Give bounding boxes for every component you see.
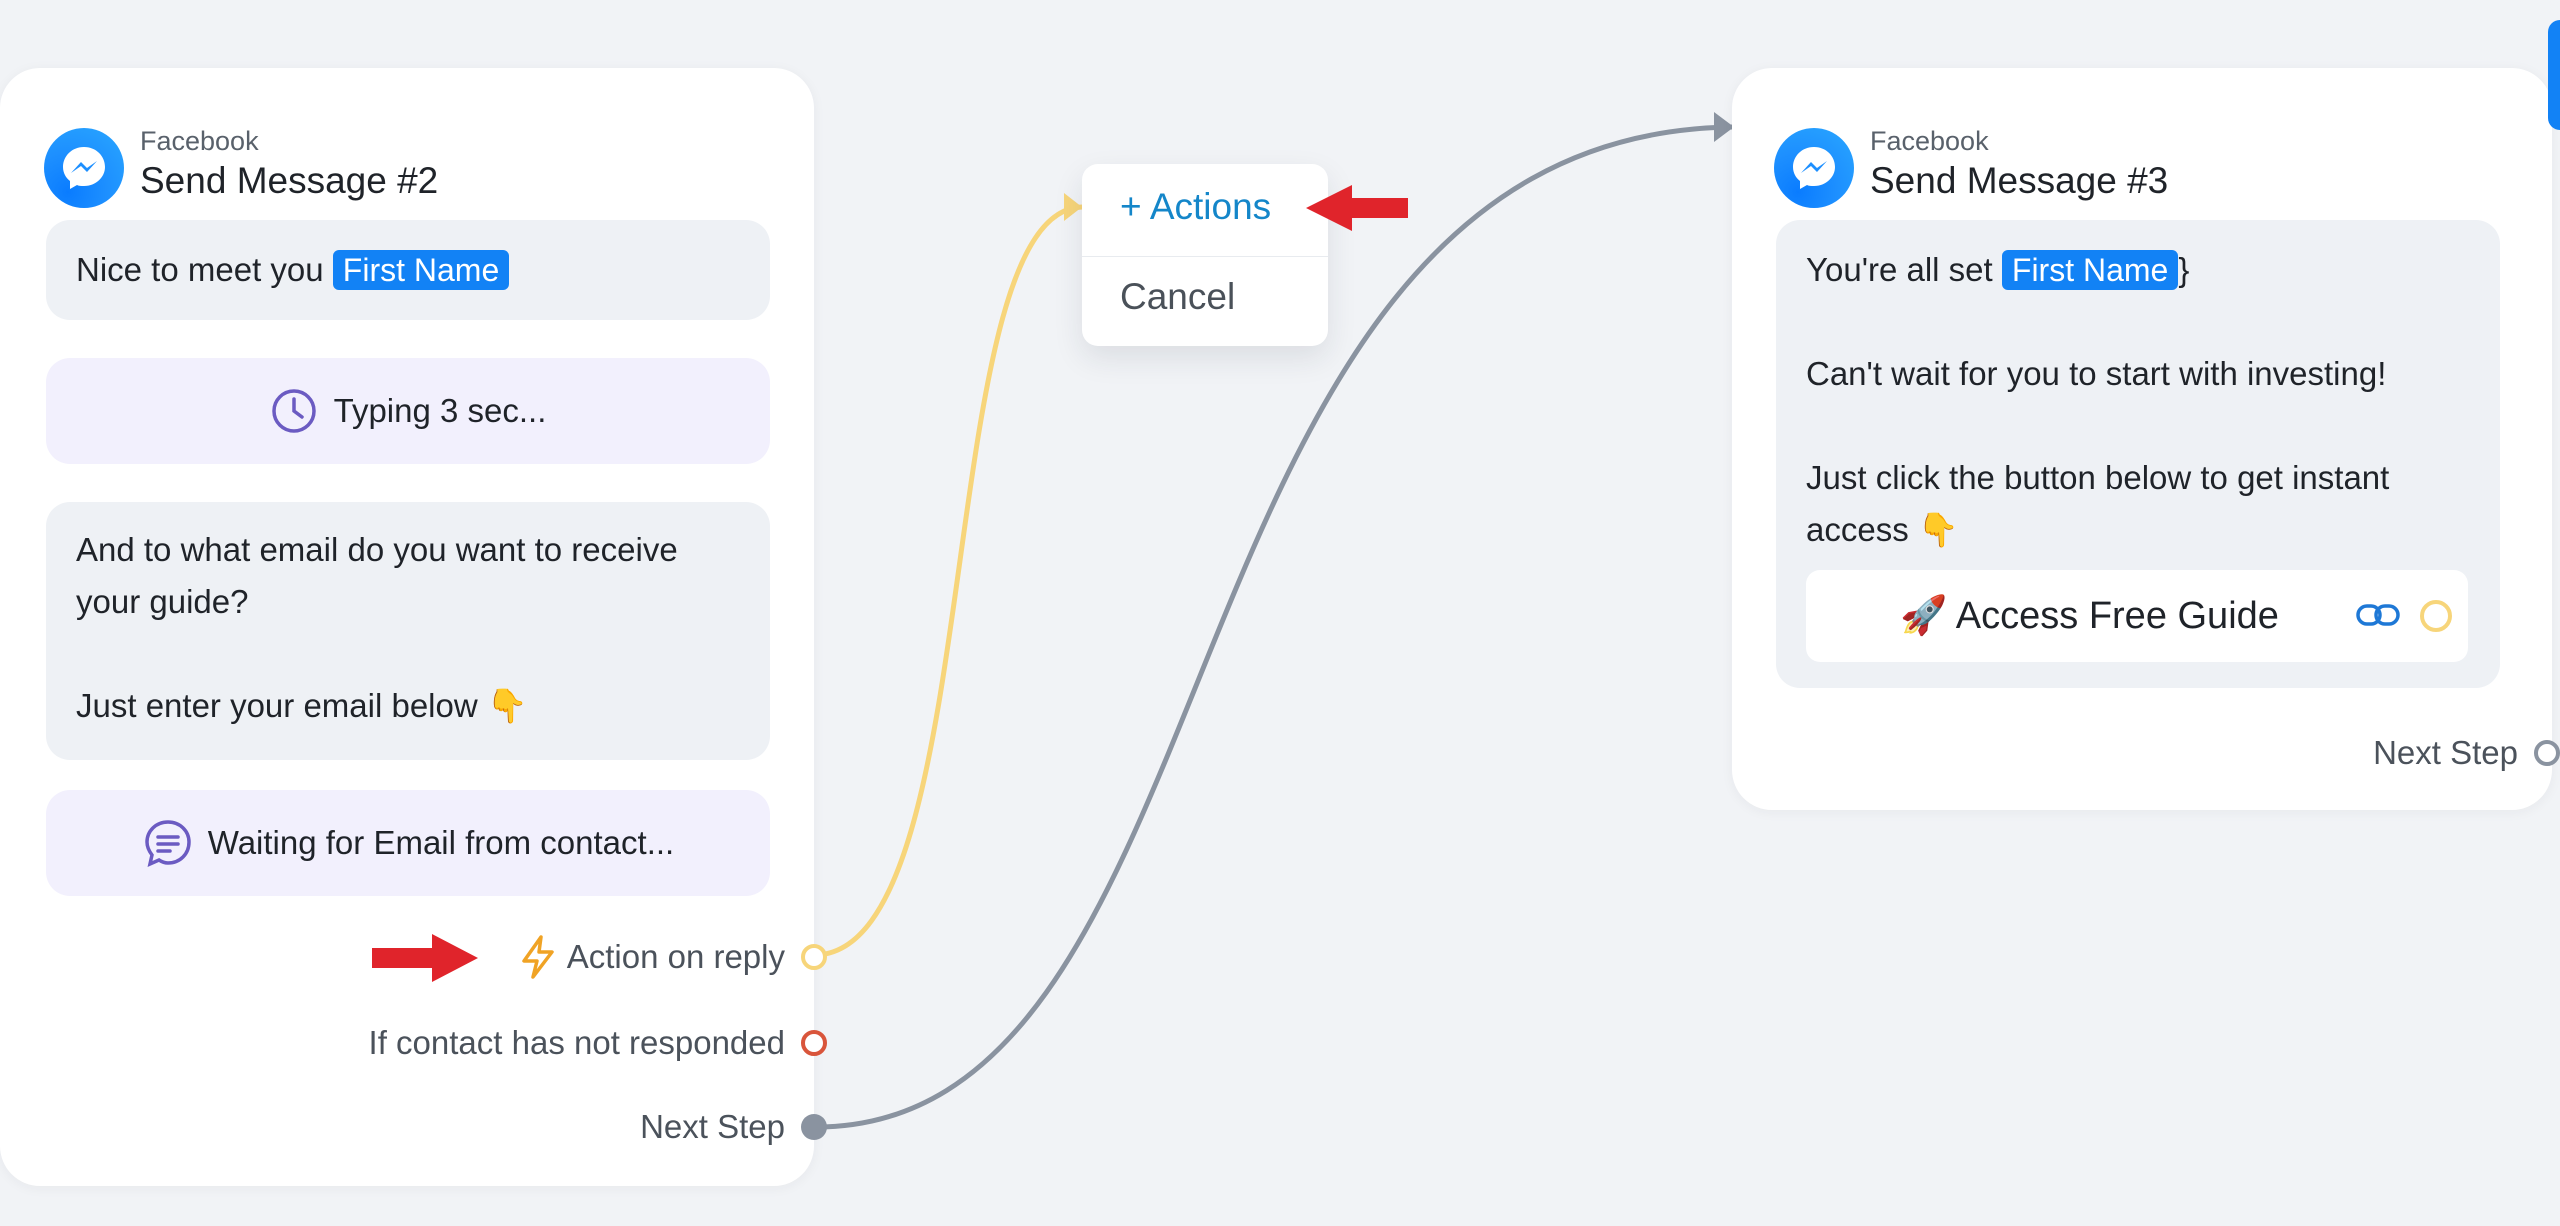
access-free-guide-button[interactable]: 🚀 Access Free Guide [1806,570,2468,662]
messenger-icon [1774,128,1854,208]
next-step-wire [813,124,1733,1130]
action-on-reply-label: Action on reply [566,938,785,975]
message-line: your guide? [76,583,249,620]
message-bubble[interactable]: You're all set First Name} Can't wait fo… [1776,220,2500,688]
lightning-icon [521,935,554,979]
typing-delay-block[interactable]: Typing 3 sec... [46,358,770,464]
first-name-chip[interactable]: First Name [2001,250,2179,290]
actions-popup: + Actions Cancel [1082,164,1328,346]
message-line: You're all set First Name} [1806,244,2470,296]
chat-bubble-icon [145,820,191,868]
message-bubble-2[interactable]: And to what email do you want to receive… [46,502,770,760]
red-arrow-icon [1306,185,1408,231]
partial-avatar[interactable] [2548,20,2560,130]
node-title: Send Message #3 [1870,160,2169,201]
send-message-node-3[interactable]: Facebook Send Message #3 You're all set … [1732,68,2560,810]
wait-for-email-block[interactable]: Waiting for Email from contact... [46,790,770,896]
next-step-label: Next Step [640,1108,785,1145]
node-platform: Facebook [1870,126,1989,156]
typing-label: Typing 3 sec... [333,392,547,429]
next-step-label: Next Step [2373,734,2518,771]
output-action-on-reply[interactable]: Action on reply [519,932,827,982]
node-title: Send Message #2 [140,160,439,201]
message-line: Just enter your email below 👇 [76,687,528,724]
first-name-chip[interactable]: First Name [332,250,510,290]
message-text: Nice to meet you [76,251,324,288]
next-step-port[interactable] [801,1114,827,1140]
button-port[interactable] [2420,600,2452,632]
not-responded-port[interactable] [801,1030,827,1056]
clock-icon [271,389,316,433]
send-message-node-2[interactable]: Facebook Send Message #2 Nice to meet yo… [0,68,827,1186]
action-on-reply-port[interactable] [801,944,827,970]
waiting-label: Waiting for Email from contact... [207,824,675,861]
output-next-step[interactable]: Next Step [2373,728,2560,778]
next-step-port[interactable] [2534,740,2560,766]
output-not-responded[interactable]: If contact has not responded [368,1018,827,1068]
add-actions-button[interactable]: + Actions [1120,186,1272,227]
next-wire-arrowhead [1714,112,1734,142]
message-line: access 👇 [1806,511,1959,548]
button-label: 🚀 Access Free Guide [1900,595,2279,637]
message-bubble-1[interactable]: Nice to meet you First Name [46,220,770,320]
link-icon [2356,604,2400,626]
output-next-step[interactable]: Next Step [640,1102,827,1152]
red-arrow-icon [372,934,478,982]
message-text: You're all set [1806,251,1993,288]
message-line: Just click the button below to get insta… [1806,459,2390,496]
popup-divider [1082,256,1328,257]
action-on-reply-wire [813,204,1083,958]
not-responded-label: If contact has not responded [368,1024,785,1061]
node-platform: Facebook [140,126,259,156]
cancel-button[interactable]: Cancel [1120,276,1236,317]
message-text: } [2178,251,2190,288]
messenger-icon [44,128,124,208]
message-line: And to what email do you want to receive [76,531,678,568]
message-line: Can't wait for you to start with investi… [1806,355,2387,392]
action-wire-arrowhead [1064,193,1082,221]
